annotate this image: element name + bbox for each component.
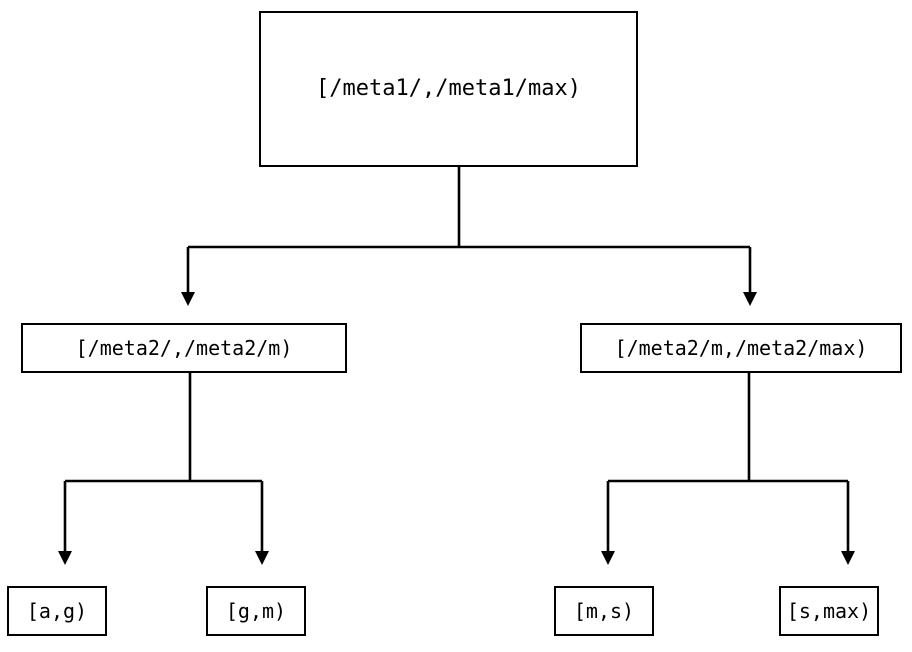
tree-node-root-label: [/meta1/,/meta1/max) — [316, 76, 581, 101]
arrowhead-icon-root-left — [181, 292, 195, 306]
tree-node-leaf-3-label: [s,max) — [786, 599, 872, 623]
arrowhead-icon-leaf-2 — [601, 551, 615, 565]
arrowhead-icon-leaf-3 — [841, 551, 855, 565]
tree-node-level2-right-label: [/meta2/m,/meta2/max) — [614, 336, 868, 360]
tree-node-leaf-1-label: [g,m) — [225, 599, 287, 623]
arrowhead-icon-leaf-1 — [255, 551, 269, 565]
tree-node-leaf-0[interactable]: [a,g) — [7, 586, 107, 636]
arrowhead-icon-root-right — [743, 292, 757, 306]
tree-node-root[interactable]: [/meta1/,/meta1/max) — [259, 11, 638, 167]
tree-node-leaf-2[interactable]: [m,s) — [554, 586, 654, 636]
tree-node-leaf-2-label: [m,s) — [573, 599, 635, 623]
tree-node-leaf-1[interactable]: [g,m) — [206, 586, 306, 636]
tree-node-leaf-3[interactable]: [s,max) — [779, 586, 879, 636]
tree-node-level2-left-label: [/meta2/,/meta2/m) — [75, 336, 293, 360]
arrowhead-icon-leaf-0 — [58, 551, 72, 565]
tree-node-level2-right[interactable]: [/meta2/m,/meta2/max) — [580, 323, 902, 373]
tree-node-leaf-0-label: [a,g) — [26, 599, 88, 623]
tree-node-level2-left[interactable]: [/meta2/,/meta2/m) — [21, 323, 347, 373]
